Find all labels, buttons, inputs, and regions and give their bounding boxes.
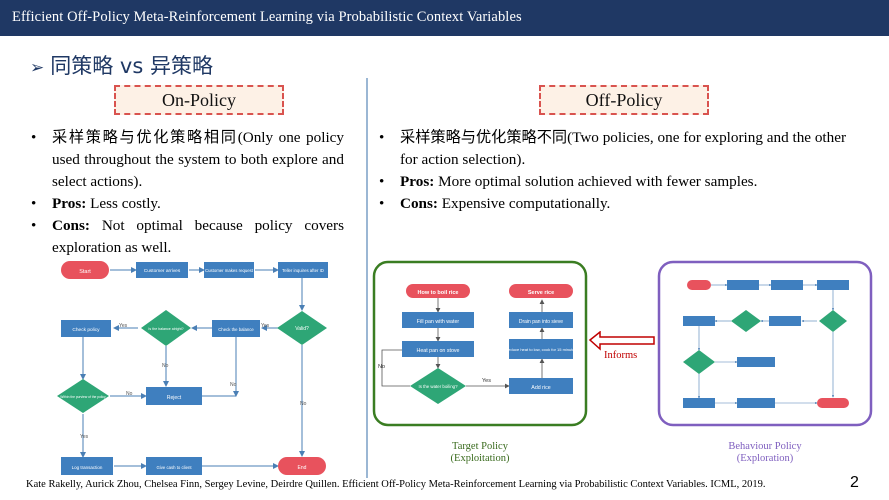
no-label: No <box>300 401 307 407</box>
teller-inquires-label: Teller inquires after ID <box>282 268 324 273</box>
heat-pan-node <box>402 341 474 357</box>
section-title: ➢同策略 vs 异策略 <box>30 50 213 80</box>
reject-node <box>146 387 202 405</box>
on-policy-pros: •Pros: Less costly. <box>31 195 161 212</box>
check-policy-node <box>61 320 111 337</box>
on-policy-flowchart: Start Customer arrives Customer makes re… <box>57 261 328 475</box>
page-number: 2 <box>850 474 859 491</box>
fill-pan-node <box>402 312 474 328</box>
off-policy-pros: •Pros: More optimal solution achieved wi… <box>379 173 758 190</box>
fill-pan-label: Fill pan with water <box>417 319 460 325</box>
on-policy-title-box: On-Policy <box>114 85 284 115</box>
reduce-heat-node <box>509 339 573 359</box>
target-policy-caption: Target Policy (Exploitation) <box>450 441 510 464</box>
behaviour-policy-flowchart <box>657 260 873 427</box>
check-balance-label: Check the balance <box>218 327 254 332</box>
on-policy-bullet: •采样策略与优化策略相同(Only one policy used throug… <box>31 129 344 190</box>
no-label: No <box>126 391 133 397</box>
behaviour-policy-frame <box>657 260 873 427</box>
yes-label: Yes <box>261 323 270 329</box>
off-policy-title: Off-Policy <box>585 90 663 110</box>
boil-rice-label: How to boil rice <box>418 290 459 296</box>
teller-inquires-node <box>278 262 328 278</box>
purview-label: Within the purview of the policy <box>60 395 106 399</box>
slide-header: Efficient Off-Policy Meta-Reinforcement … <box>0 0 889 36</box>
balance-label: Is the balance alright? <box>148 327 183 331</box>
reduce-heat-label: Reduce heat to low, cook for 15 minutes <box>505 347 576 352</box>
on-policy-title: On-Policy <box>162 90 236 110</box>
start-label: Start <box>79 269 91 275</box>
yes-label: Yes <box>119 323 128 329</box>
water-boiling-label: Is the water boiling? <box>418 384 458 389</box>
check-balance-node <box>212 320 260 337</box>
serve-rice-label: Serve rice <box>528 290 554 296</box>
start-node <box>61 261 109 279</box>
check-policy-label: Check policy <box>72 327 100 333</box>
informs-arrow <box>588 331 655 351</box>
customer-request-node <box>204 262 254 278</box>
no-label: No <box>162 363 169 369</box>
purview-decision <box>57 379 109 413</box>
add-rice-label: Add rice <box>531 385 550 391</box>
add-rice-node <box>509 378 573 394</box>
drain-pan-node <box>509 312 573 328</box>
log-transaction-label: Log transaction <box>72 465 103 470</box>
on-policy-cons: •Cons: Not optimal because policy covers… <box>31 217 344 256</box>
boil-rice-node <box>406 284 470 298</box>
no-label: No <box>378 364 385 370</box>
customer-arrives-node <box>136 262 188 278</box>
valid-decision <box>277 311 327 345</box>
citation-footer: Kate Rakelly, Aurick Zhou, Chelsea Finn,… <box>26 479 766 490</box>
log-transaction-node <box>61 457 113 475</box>
end-node <box>278 457 326 475</box>
off-policy-bullet: •采样策略与优化策略不同(Two policies, one for explo… <box>379 129 847 168</box>
off-policy-cons: •Cons: Expensive computationally. <box>379 195 611 212</box>
balance-decision <box>141 310 191 346</box>
arrow-bullet-icon: ➢ <box>30 58 45 78</box>
off-policy-title-box: Off-Policy <box>539 85 709 115</box>
valid-label: Valid? <box>295 326 309 332</box>
yes-label: Yes <box>482 378 491 384</box>
heat-pan-label: Heat pan on stove <box>417 348 460 354</box>
slide-title: Efficient Off-Policy Meta-Reinforcement … <box>12 9 522 25</box>
behaviour-policy-caption: Behaviour Policy (Exploration) <box>728 441 802 464</box>
left-arrow-icon <box>588 331 655 351</box>
give-cash-node <box>146 457 202 475</box>
informs-label: Informs <box>604 350 638 361</box>
water-boiling-decision <box>410 368 466 404</box>
end-label: End <box>298 465 307 471</box>
target-policy-flowchart: How to boil rice Fill pan with water Hea… <box>372 260 588 427</box>
serve-rice-node <box>509 284 573 298</box>
give-cash-label: Give cash to client <box>156 465 192 470</box>
no-label: No <box>230 382 237 388</box>
customer-request-label: Customer makes request <box>205 268 254 273</box>
customer-arrives-label: Customer arrives <box>144 268 181 274</box>
column-divider <box>366 78 368 478</box>
yes-label: Yes <box>80 434 89 440</box>
reject-label: Reject <box>167 395 182 401</box>
off-policy-bullets: •采样策略与优化策略不同(Two policies, one for explo… <box>377 127 862 215</box>
section-title-text: 同策略 vs 异策略 <box>50 54 213 78</box>
drain-pan-label: Drain pan into sieve <box>519 319 563 325</box>
on-policy-bullets: •采样策略与优化策略相同(Only one policy used throug… <box>29 127 344 259</box>
